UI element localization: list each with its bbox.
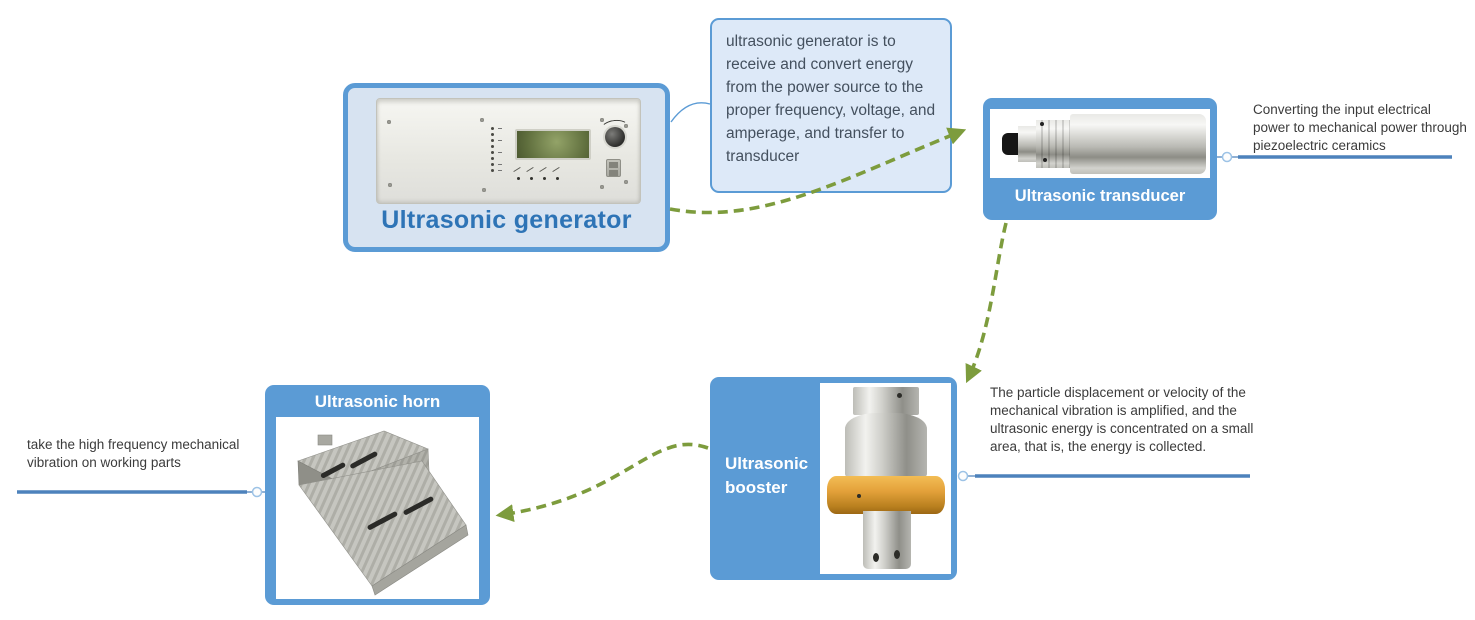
booster-bottom-cylinder xyxy=(863,511,911,569)
generator-photo xyxy=(376,98,641,204)
arrow-transducer-to-booster xyxy=(965,222,1008,384)
panel-button xyxy=(543,177,546,180)
screw-icon xyxy=(624,180,628,184)
transducer-neck xyxy=(1018,126,1038,162)
scale-tick xyxy=(498,140,502,141)
screw-icon xyxy=(388,183,392,187)
connector-circle-horn xyxy=(251,486,263,498)
generator-box: Ultrasonic generator xyxy=(343,83,670,252)
scale-tick xyxy=(498,170,502,171)
generator-callout-text: ultrasonic generator is to receive and c… xyxy=(726,33,936,165)
scale-tick xyxy=(498,164,502,165)
screw-icon xyxy=(1040,122,1044,126)
bolt-hole xyxy=(894,550,900,559)
button-label-mark xyxy=(539,166,547,173)
transducer-box: Ultrasonic transducer xyxy=(983,98,1217,220)
horn-title: Ultrasonic horn xyxy=(314,392,441,411)
horn-box: Ultrasonic horn xyxy=(265,385,490,605)
led-indicator-icon xyxy=(491,151,494,154)
connector-circle-booster xyxy=(957,470,969,482)
led-indicator-icon xyxy=(491,169,494,172)
bolt-hole xyxy=(873,553,879,562)
screw-icon xyxy=(600,185,604,189)
horn-slots xyxy=(320,451,434,530)
panel-button xyxy=(556,177,559,180)
booster-box: Ultrasonic booster xyxy=(710,377,957,580)
keypad-button xyxy=(606,159,621,177)
led-indicator-icon xyxy=(491,163,494,166)
generator-callout-box: ultrasonic generator is to receive and c… xyxy=(710,18,952,193)
horn-plate-edge xyxy=(371,524,469,596)
led-indicator-icon xyxy=(491,145,494,148)
transducer-photo xyxy=(990,109,1210,178)
button-label-mark xyxy=(552,166,560,173)
booster-barrel xyxy=(845,413,927,479)
led-indicator-icon xyxy=(491,157,494,160)
lcd-screen xyxy=(515,129,591,160)
button-label-mark xyxy=(513,166,521,173)
panel-button xyxy=(517,177,520,180)
screw-icon xyxy=(480,118,484,122)
screw-icon xyxy=(482,188,486,192)
scale-tick xyxy=(498,128,502,129)
led-indicator-icon xyxy=(491,133,494,136)
booster-gold-flange xyxy=(827,476,945,514)
bolt-hole xyxy=(897,393,902,398)
horn-nub xyxy=(317,434,333,446)
scale-tick xyxy=(498,152,502,153)
horn-note: take the high frequency mechanical vibra… xyxy=(27,437,240,470)
screw-icon xyxy=(624,124,628,128)
transducer-body xyxy=(1070,114,1206,174)
booster-note: The particle displacement or velocity of… xyxy=(990,385,1254,454)
transducer-collar xyxy=(1036,120,1072,168)
booster-photo xyxy=(820,383,951,574)
callout-leader-line xyxy=(670,102,711,123)
led-indicator-icon xyxy=(491,127,494,130)
button-label-mark xyxy=(526,166,534,173)
led-indicator-icon xyxy=(491,139,494,142)
bolt-hole xyxy=(857,494,861,498)
transducer-note: Converting the input electrical power to… xyxy=(1253,102,1467,153)
booster-title: Ultrasonic booster xyxy=(725,454,809,497)
control-knob xyxy=(605,127,625,147)
screw-icon xyxy=(1043,158,1047,162)
generator-title: Ultrasonic generator xyxy=(381,206,632,234)
screw-icon xyxy=(387,120,391,124)
arrow-booster-to-horn xyxy=(495,442,709,523)
panel-button xyxy=(530,177,533,180)
transducer-title: Ultrasonic transducer xyxy=(1014,187,1186,205)
horn-illustration xyxy=(297,430,469,596)
booster-top-cylinder xyxy=(853,387,919,415)
screw-icon xyxy=(600,118,604,122)
connector-circle-transducer xyxy=(1221,151,1233,163)
transducer-tip xyxy=(1002,133,1020,155)
horn-photo xyxy=(276,417,479,599)
